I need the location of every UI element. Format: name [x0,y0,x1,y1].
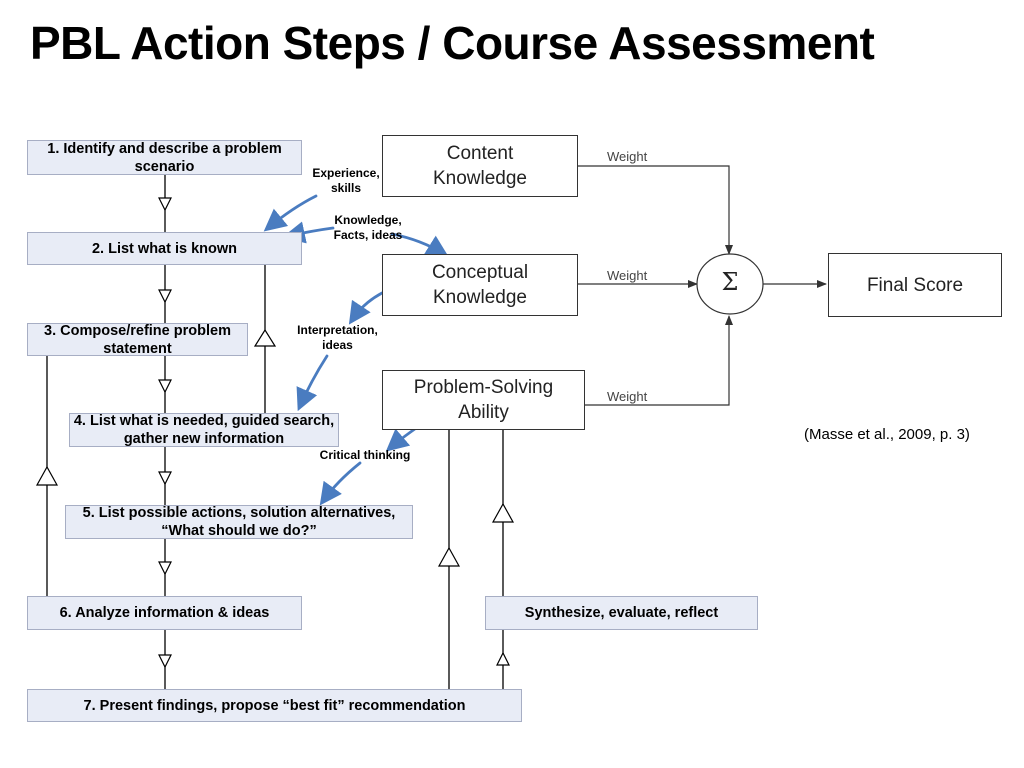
annotation-knowledge: Knowledge, Facts, ideas [333,213,403,242]
step-6-label: 6. Analyze information & ideas [59,605,270,621]
content-knowledge-box: Content Knowledge [382,135,578,197]
synthesize-box: Synthesize, evaluate, reflect [485,596,758,630]
citation: (Masse et al., 2009, p. 3) [804,426,970,443]
conceptual-knowledge-label: Conceptual Knowledge [431,262,529,308]
final-score-label: Final Score [866,274,964,296]
annotation-experience: Experience, skills [312,166,380,195]
annotation-interpretation: Interpretation, ideas [297,323,378,352]
step-2-box: 2. List what is known [27,232,302,265]
weight-label-problem: Weight [607,389,648,404]
step-1-label: 1. Identify and describe a problem scena… [47,140,282,175]
problem-solving-box: Problem-Solving Ability [382,370,585,430]
weight-label-content: Weight [607,149,648,164]
final-score-box: Final Score [828,253,1002,317]
sum-symbol: Σ [721,268,739,296]
step-3-label: 3. Compose/refine problem statement [44,322,231,357]
page-title: PBL Action Steps / Course Assessment [30,17,875,69]
step-5-label: 5. List possible actions, solution alter… [82,505,396,539]
problem-solving-label: Problem-Solving Ability [413,377,554,423]
content-knowledge-label: Content Knowledge [432,143,528,189]
step-5-box: 5. List possible actions, solution alter… [65,505,413,539]
step-7-label: 7. Present findings, propose “best fit” … [83,697,466,714]
step-4-box: 4. List what is needed, guided search, g… [69,413,339,447]
step-4-label: 4. List what is needed, guided search, g… [73,413,335,447]
step-6-box: 6. Analyze information & ideas [27,596,302,630]
step-1-box: 1. Identify and describe a problem scena… [27,140,302,175]
annotation-critical-thinking: Critical thinking [319,448,411,462]
weight-label-conceptual: Weight [607,268,648,283]
step-3-box: 3. Compose/refine problem statement [27,322,248,357]
conceptual-knowledge-box: Conceptual Knowledge [382,254,578,316]
step-2-label: 2. List what is known [91,240,238,257]
step-7-box: 7. Present findings, propose “best fit” … [27,689,522,722]
synthesize-label: Synthesize, evaluate, reflect [524,605,719,621]
